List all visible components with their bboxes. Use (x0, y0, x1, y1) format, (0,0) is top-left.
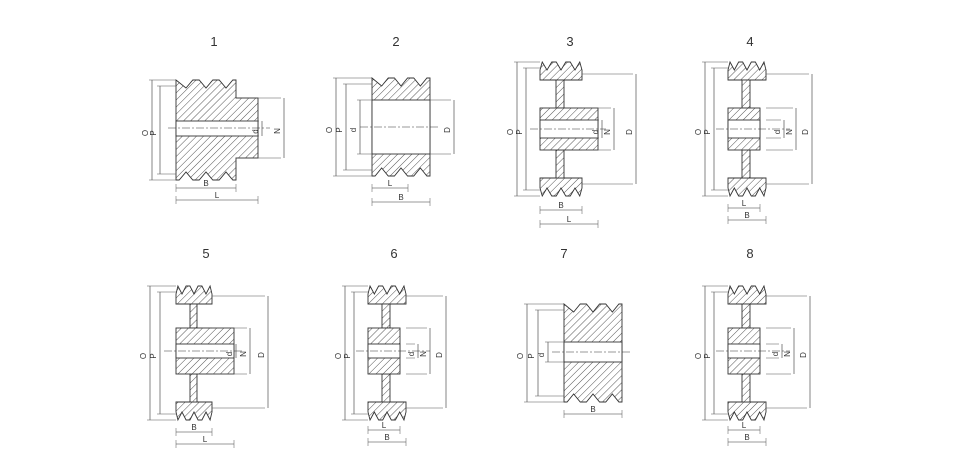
dimension-label: N (273, 128, 282, 134)
dimension-label: d (251, 129, 260, 133)
dimension-label: L (203, 435, 208, 444)
dimension-label: B (744, 433, 749, 442)
dimension-label: B (191, 423, 196, 432)
dimension-label: D (801, 129, 810, 135)
dimension-label: d (407, 352, 416, 356)
dimension-label: L (567, 215, 572, 224)
dimension-label: L (742, 199, 747, 208)
dimension-label: O (139, 353, 148, 359)
dimension-label: O (334, 353, 343, 359)
dimension-label: N (783, 351, 792, 357)
dimension-label: P (343, 353, 352, 358)
dimension-label: B (384, 433, 389, 442)
dimension-label: L (388, 179, 393, 188)
dimension-label: D (257, 352, 266, 358)
dimension-label: B (744, 211, 749, 220)
dimension-label: O (506, 129, 515, 135)
dimension-label: D (443, 127, 452, 133)
figure-number: 8 (746, 246, 753, 261)
dimension-label: N (239, 351, 248, 357)
dimension-label: P (703, 129, 712, 134)
dimension-label: B (558, 201, 563, 210)
dimension-label: N (785, 129, 794, 135)
dimension-label: B (590, 405, 595, 414)
figure-number: 5 (202, 246, 209, 261)
figure-number: 2 (392, 34, 399, 49)
dimension-label: P (703, 353, 712, 358)
dimension-label: N (419, 351, 428, 357)
figure-number: 6 (390, 246, 397, 261)
dimension-label: L (742, 421, 747, 430)
dimension-label: P (335, 127, 344, 132)
dimension-label: d (537, 353, 546, 357)
dimension-label: O (516, 353, 525, 359)
dimension-label: B (203, 179, 208, 188)
figure-number: 3 (566, 34, 573, 49)
dimension-label: B (398, 193, 403, 202)
dimension-label: D (625, 129, 634, 135)
figure-number: 1 (210, 34, 217, 49)
dimension-label: D (799, 352, 808, 358)
dimension-label: d (349, 128, 358, 132)
dimension-label: d (591, 130, 600, 134)
dimension-label: d (225, 352, 234, 356)
dimension-label: d (771, 352, 780, 356)
dimension-label: D (435, 352, 444, 358)
dimension-label: L (382, 421, 387, 430)
dimension-label: P (527, 353, 536, 358)
dimension-label: d (773, 130, 782, 134)
dimension-label: O (325, 127, 334, 133)
dimension-label: O (694, 129, 703, 135)
dimension-label: N (603, 129, 612, 135)
dimension-label: O (141, 130, 150, 136)
dimension-label: P (515, 129, 524, 134)
dimension-label: O (694, 353, 703, 359)
dimension-label: P (149, 353, 158, 358)
figure-number: 7 (560, 246, 567, 261)
dimension-label: L (215, 191, 220, 200)
figure-number: 4 (746, 34, 753, 49)
dimension-label: P (149, 130, 158, 135)
